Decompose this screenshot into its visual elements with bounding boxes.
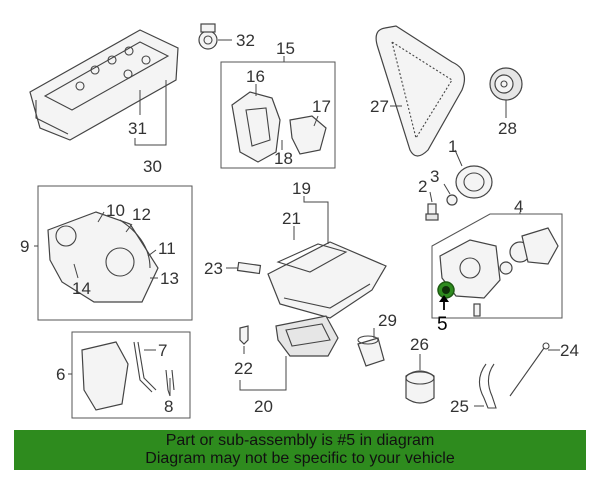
info-banner: Part or sub-assembly is #5 in diagram Di… — [14, 430, 586, 470]
leader-14 — [73, 263, 79, 279]
group-box-9 — [37, 185, 193, 321]
callout-9: 9 — [20, 237, 29, 256]
callout-1: 1 — [448, 137, 457, 156]
leader-3 — [443, 183, 451, 195]
callout-25: 25 — [450, 397, 469, 416]
callout-21: 21 — [282, 209, 301, 228]
front-seal — [455, 165, 493, 199]
callout-16: 16 — [246, 67, 265, 86]
valve-cover — [29, 29, 179, 141]
callout-23: 23 — [204, 259, 223, 278]
oil-filter — [405, 370, 435, 404]
leader-17 — [313, 115, 319, 127]
leader-2 — [429, 191, 433, 203]
callout-19: 19 — [292, 179, 311, 198]
washer — [446, 194, 458, 206]
leader-11 — [147, 249, 157, 257]
callout-29: 29 — [378, 311, 397, 330]
leader-30 — [134, 80, 167, 146]
callout-6: 6 — [56, 365, 65, 384]
banner-line-1: Part or sub-assembly is #5 in diagram — [165, 432, 435, 449]
group-box-6 — [71, 331, 191, 419]
leader-12 — [125, 223, 133, 233]
pulley — [489, 67, 523, 101]
callout-17: 17 — [312, 97, 331, 116]
rear-cover — [81, 341, 175, 411]
callout-3: 3 — [430, 167, 439, 186]
callout-5: 5 — [437, 314, 448, 335]
callout-2: 2 — [418, 177, 427, 196]
callout-28: 28 — [498, 119, 517, 138]
lower-oil-pan — [275, 315, 339, 357]
timing-belt — [375, 25, 465, 157]
callout-13: 13 — [160, 269, 179, 288]
timing-cover — [231, 91, 327, 163]
leader-10 — [97, 211, 105, 223]
drain-plug — [239, 325, 249, 345]
callout-30: 30 — [143, 157, 162, 176]
callout-20: 20 — [254, 397, 273, 416]
leader-5-arrowhead — [439, 295, 449, 302]
lower-timing-cover — [47, 211, 159, 303]
dipstick-tube — [478, 363, 497, 409]
callout-22: 22 — [234, 359, 253, 378]
part-23 — [236, 261, 262, 275]
parts-diagram: 31 30 32 15 16 17 18 27 28 1 — [20, 23, 579, 419]
callout-18: 18 — [274, 149, 293, 168]
banner-line-2: Diagram may not be specific to your vehi… — [145, 450, 455, 467]
callout-12: 12 — [132, 205, 151, 224]
callout-11: 11 — [158, 239, 176, 258]
group-box-15 — [220, 61, 336, 169]
callout-7: 7 — [158, 341, 167, 360]
oil-pump — [439, 227, 559, 317]
callout-15: 15 — [276, 39, 295, 58]
dipstick — [509, 342, 550, 397]
callout-10: 10 — [106, 201, 125, 220]
callout-4: 4 — [514, 197, 523, 216]
bolt — [425, 203, 439, 221]
leader-19 — [303, 196, 329, 244]
group-box-4 — [431, 213, 563, 319]
callout-24: 24 — [560, 341, 579, 360]
filler-cap — [198, 23, 218, 50]
leader-20 — [239, 356, 287, 391]
callout-8: 8 — [164, 397, 173, 416]
leader-1 — [454, 149, 463, 167]
oil-pump-seal-highlight — [437, 281, 455, 299]
callout-14: 14 — [72, 279, 91, 298]
callout-26: 26 — [410, 335, 429, 354]
callout-31: 31 — [128, 119, 147, 138]
strainer — [357, 335, 385, 367]
upper-oil-pan — [267, 241, 387, 319]
callout-32: 32 — [236, 31, 255, 50]
callout-27: 27 — [370, 97, 389, 116]
